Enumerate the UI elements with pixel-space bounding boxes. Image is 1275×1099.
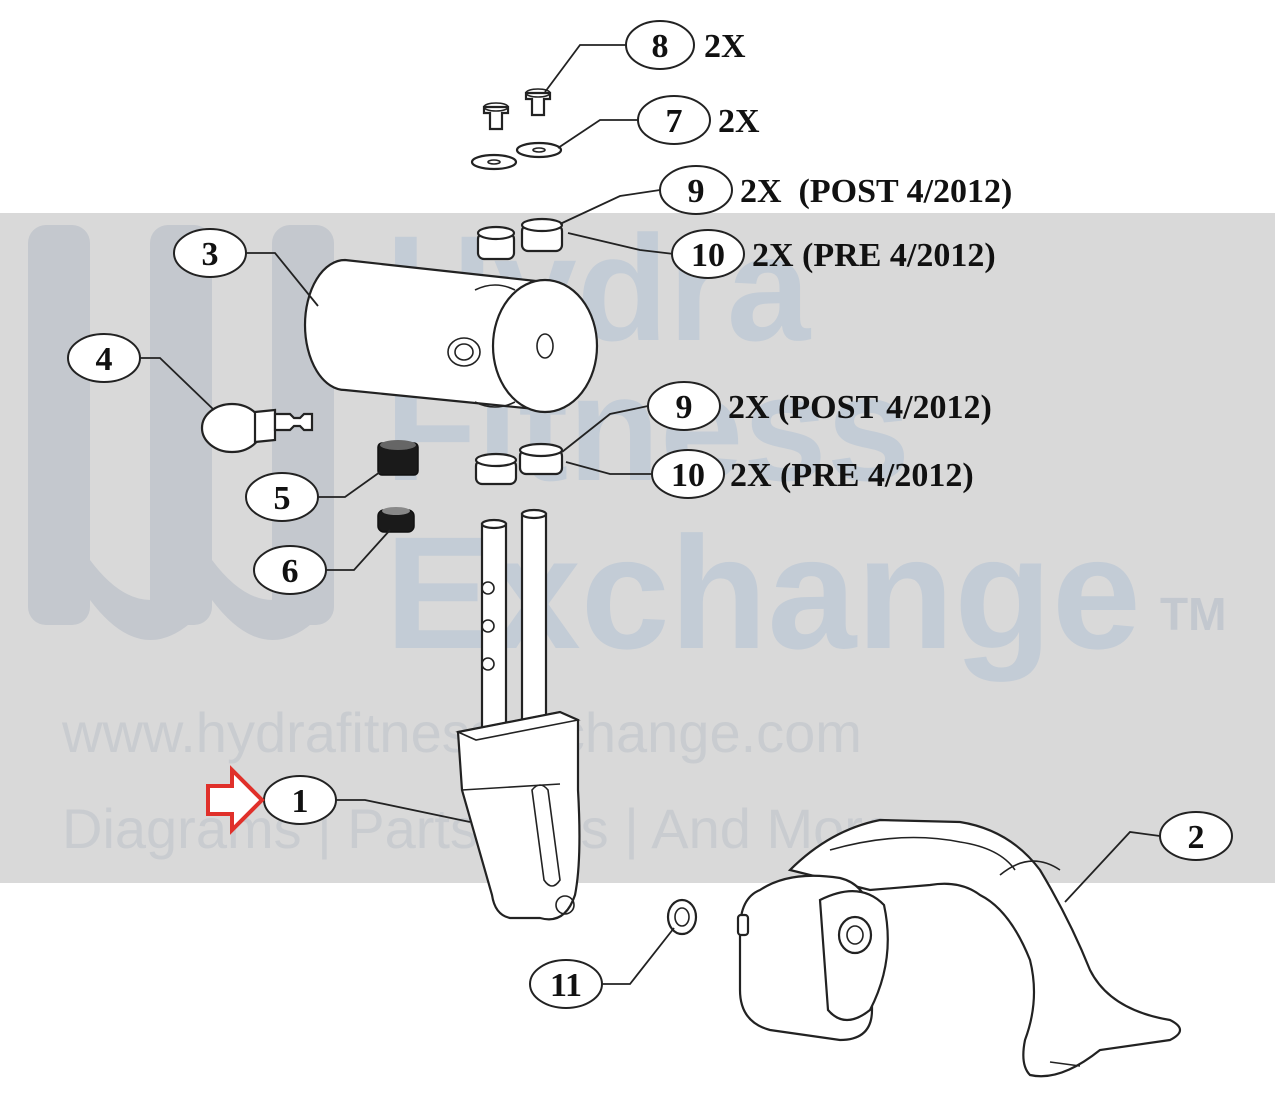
callout-8-qty: 2X (704, 28, 746, 65)
callout-10-lower: 10 2X (PRE 4/2012) (651, 449, 974, 499)
callout-10-upper-qty: 2X (PRE 4/2012) (752, 237, 996, 274)
callout-6-number: 6 (282, 553, 299, 590)
part-9-10-upper-bushings (476, 217, 564, 261)
leader-11 (602, 927, 675, 985)
callout-7: 7 2X (637, 95, 760, 145)
part-11-washer (666, 898, 698, 936)
callout-3-number: 3 (202, 236, 219, 273)
part-4-pop-pin (200, 402, 314, 454)
callout-1-number: 1 (292, 783, 309, 820)
callout-10-lower-number: 10 (671, 457, 705, 494)
leader-7 (557, 119, 638, 149)
part-3-cylinder (303, 258, 599, 414)
callout-10-upper-number: 10 (691, 237, 725, 274)
leader-4 (140, 357, 215, 411)
watermark: Hydra Fitness Exchange TM www.hydrafitne… (0, 204, 1275, 883)
watermark-tm: TM (1160, 588, 1226, 640)
leader-lines (140, 44, 1161, 985)
callout-5-number: 5 (274, 480, 291, 517)
callout-1: 1 (263, 775, 337, 825)
callout-5: 5 (245, 472, 319, 522)
callout-8-number: 8 (652, 28, 669, 65)
highlight-arrow-icon (206, 765, 265, 835)
callout-7-qty: 2X (718, 103, 760, 140)
callout-3: 3 (173, 228, 247, 278)
callout-4-number: 4 (96, 341, 113, 378)
part-9-10-lower-bushings (474, 442, 564, 486)
callout-8: 8 2X (625, 20, 746, 70)
callout-11-number: 11 (550, 967, 582, 1004)
callout-11: 11 (529, 959, 603, 1009)
callout-9-upper-qty: 2X (POST 4/2012) (740, 173, 1012, 210)
part-1-seat-post (455, 508, 581, 921)
callout-7-number: 7 (666, 103, 683, 140)
callout-10-lower-qty: 2X (PRE 4/2012) (730, 457, 974, 494)
leader-10-upper (567, 232, 675, 255)
leader-9-lower (561, 405, 649, 453)
leader-5 (316, 471, 381, 498)
part-8-screws (482, 88, 552, 131)
part-2-handle (736, 818, 1182, 1078)
callout-10-upper: 10 2X (PRE 4/2012) (671, 229, 996, 279)
leader-3 (246, 252, 319, 307)
callout-2: 2 (1159, 811, 1233, 861)
leader-1 (336, 799, 471, 823)
callouts: 8 2X 7 2X 9 2X (POST 4/2012) 10 2X (PRE … (67, 20, 1233, 1009)
callout-6: 6 (253, 545, 327, 595)
part-5-bumper (377, 440, 419, 476)
callout-9-lower-qty: 2X (POST 4/2012) (728, 389, 992, 426)
callout-2-number: 2 (1188, 819, 1205, 856)
leader-10-lower (565, 461, 654, 475)
leader-2 (1064, 831, 1161, 903)
callout-9-upper-number: 9 (688, 173, 705, 210)
watermark-line3: Exchange (385, 503, 1141, 682)
part-7-washers (470, 141, 563, 171)
leader-8 (544, 44, 626, 93)
leader-6 (326, 529, 391, 571)
callout-4: 4 (67, 333, 141, 383)
part-6-bumper (377, 507, 415, 533)
callout-9-upper: 9 2X (POST 4/2012) (659, 165, 1012, 215)
leader-9-upper (559, 189, 661, 225)
callout-9-lower: 9 2X (POST 4/2012) (647, 381, 992, 431)
callout-9-lower-number: 9 (676, 389, 693, 426)
